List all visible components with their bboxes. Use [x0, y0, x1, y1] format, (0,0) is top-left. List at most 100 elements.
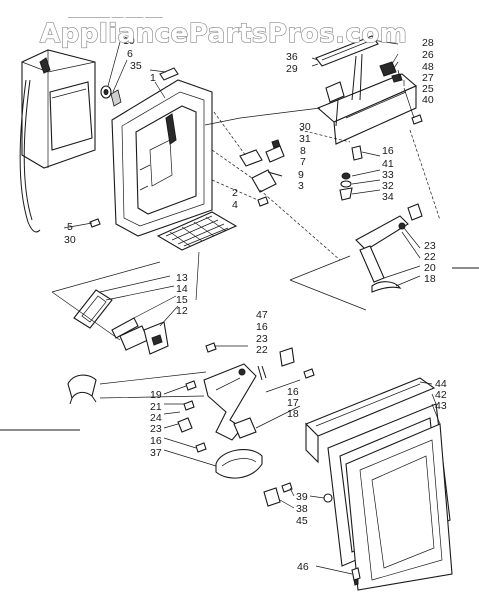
callout-18-right: 18	[424, 273, 436, 285]
callout-34: 34	[382, 191, 394, 203]
callout-29: 29	[286, 63, 298, 75]
leader-5-30	[63, 222, 93, 229]
ice-chute-housing	[19, 49, 96, 233]
dispenser-lever-18-20	[355, 203, 423, 293]
callout-17: 17	[287, 397, 299, 409]
dispenser-frame	[111, 79, 213, 237]
screw-46	[351, 567, 361, 586]
callout-16-lower-center: 16	[287, 386, 299, 398]
frame-to-actuator-line	[204, 107, 321, 126]
spacer-10	[110, 89, 122, 107]
callout-22-right: 22	[424, 251, 436, 263]
callout-39: 39	[296, 491, 308, 503]
flap-15	[111, 317, 139, 339]
callout-41: 41	[382, 158, 394, 170]
callout-47: 47	[256, 309, 268, 321]
callout-24: 24	[150, 412, 162, 424]
callout-4: 4	[232, 199, 238, 211]
arm-guide-lines	[99, 371, 207, 399]
callout-40: 40	[422, 94, 434, 106]
callout-19: 19	[150, 389, 162, 401]
callout-15: 15	[176, 294, 188, 306]
door-panel-44	[305, 377, 436, 464]
leaders-16-17-18	[255, 379, 301, 429]
callout-27: 27	[422, 72, 434, 84]
callout-42: 42	[435, 389, 447, 401]
callout-33: 33	[382, 169, 394, 181]
callout-14: 14	[176, 283, 188, 295]
callout-3: 3	[298, 180, 304, 192]
switch-bracket-7-8	[239, 139, 285, 167]
callout-25: 25	[422, 83, 434, 95]
callout-16-upper: 16	[382, 145, 394, 157]
screw-4	[257, 196, 269, 207]
callout-1: 1	[150, 72, 156, 84]
callout-13: 13	[176, 272, 188, 284]
actuator-bracket-25-27	[316, 53, 418, 145]
screw-19-21	[183, 380, 197, 411]
dispenser-arm-24-37	[203, 363, 257, 441]
callout-9: 9	[298, 169, 304, 181]
callout-45: 45	[296, 515, 308, 527]
assembly-dash-lines-a	[211, 111, 259, 201]
callout-6: 6	[127, 48, 133, 60]
callout-18-lower: 18	[287, 408, 299, 420]
callout-20: 20	[424, 262, 436, 274]
leaders-top-left	[107, 41, 167, 99]
leaders-left-mid	[99, 275, 179, 327]
callout-48: 48	[422, 61, 434, 73]
callout-37: 37	[150, 447, 162, 459]
callout-26: 26	[422, 49, 434, 61]
callout-23-right: 23	[424, 240, 436, 252]
callout-21: 21	[150, 401, 162, 413]
callout-32: 32	[382, 180, 394, 192]
callout-5: 5	[67, 221, 73, 233]
callout-7: 7	[300, 156, 306, 168]
callout-28: 28	[422, 37, 434, 49]
drip-tray-grille	[156, 211, 238, 251]
screw-16-17	[303, 368, 315, 379]
watermark-text: AppliancePartsPros.com	[40, 19, 407, 49]
leaders-door-panels	[419, 381, 441, 425]
callout-16-center: 16	[256, 321, 268, 333]
callout-16-lower: 16	[150, 435, 162, 447]
lock-bracket	[67, 374, 97, 405]
callout-35: 35	[130, 60, 142, 72]
seal-13-14	[73, 289, 113, 329]
washer-6	[100, 85, 112, 99]
callout-46: 46	[297, 561, 309, 573]
solenoid-coil-30-31	[325, 81, 345, 127]
frame-guide-lines-left	[51, 261, 161, 341]
callout-30-mid: 30	[299, 121, 311, 133]
leaders-mid-right	[351, 151, 381, 195]
spring-41-33	[339, 145, 363, 201]
ice-chute-cup-37	[215, 449, 263, 479]
callout-38: 38	[296, 503, 308, 515]
callout-23-lower: 23	[150, 423, 162, 435]
leaders-lower-right	[279, 487, 353, 575]
callout-22-center: 22	[256, 344, 268, 356]
screw-5-30	[89, 218, 101, 228]
screw-45	[323, 493, 333, 503]
callout-44: 44	[435, 378, 447, 390]
solenoid-bar-28-36	[315, 35, 379, 67]
screw-47	[205, 342, 217, 353]
callout-30-left: 30	[64, 234, 76, 246]
leader-47-grille	[195, 251, 200, 301]
door-frame-43	[345, 423, 453, 591]
callout-8: 8	[300, 145, 306, 157]
leaders-lower-left	[163, 385, 217, 467]
callout-labels: 10 6 35 1 5 30 28 26 48 27 25 40 36 29 3…	[64, 35, 447, 573]
screw-40	[411, 114, 423, 125]
callout-2: 2	[232, 187, 238, 199]
callout-31: 31	[299, 133, 311, 145]
leaders-upper-right	[371, 39, 415, 119]
assembly-dash-lines-b	[259, 129, 441, 261]
bracket-35	[159, 67, 179, 81]
clip-23	[177, 417, 193, 433]
header-fragment: ——————— —— ——— ———	[68, 15, 163, 21]
hinge-12	[119, 321, 169, 355]
callout-43: 43	[435, 400, 447, 412]
screw-16-lower	[195, 442, 207, 453]
